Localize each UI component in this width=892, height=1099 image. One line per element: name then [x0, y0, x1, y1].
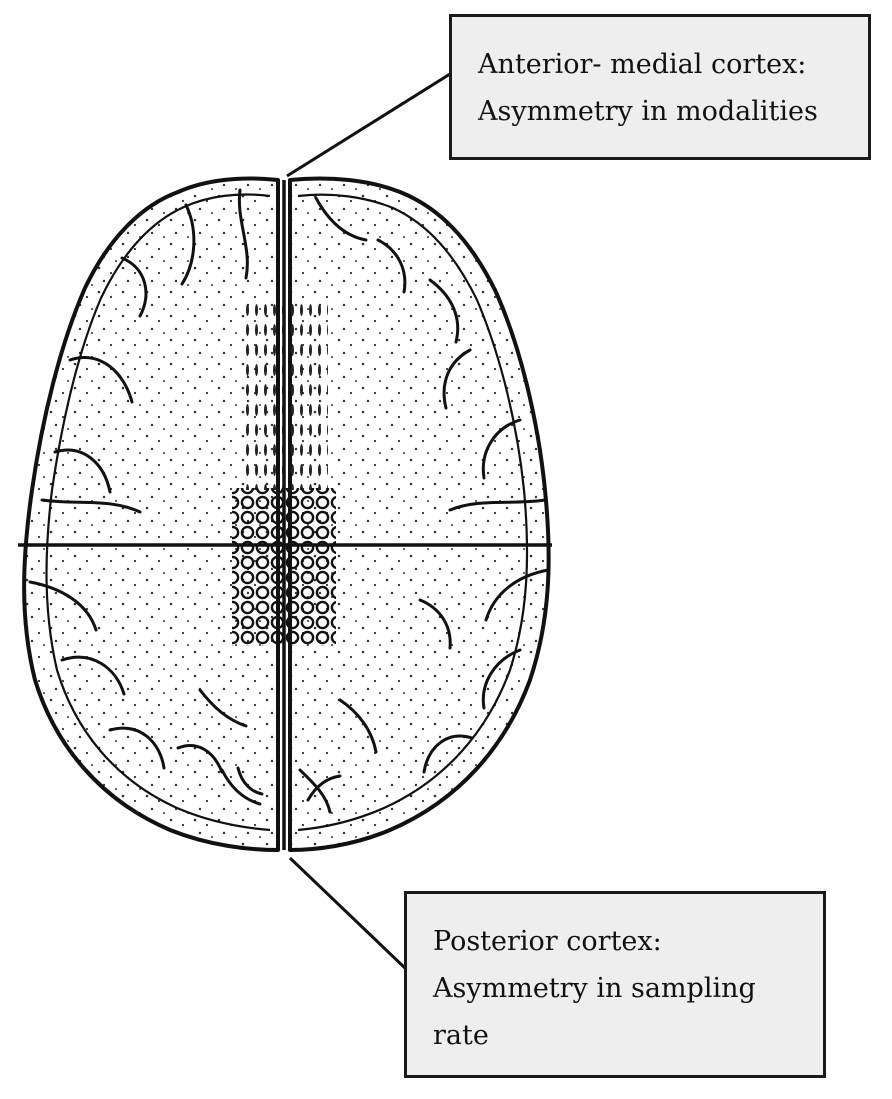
leader-line-posterior: [288, 856, 407, 970]
right-sulci: [298, 196, 550, 814]
right-hemisphere: [288, 176, 551, 852]
callout-posterior-detail: Asymmetry in sampling: [433, 973, 756, 1004]
callout-anterior-title: Anterior- medial cortex:: [478, 49, 807, 80]
leader-line-anterior: [286, 72, 451, 178]
callout-anterior-detail: Asymmetry in modalities: [478, 96, 818, 127]
left-cortex-rim: [45, 193, 271, 832]
left-sulci: [28, 188, 264, 806]
right-cortex-rim: [297, 193, 529, 832]
callout-anterior-medial: Anterior- medial cortex: Asymmetry in mo…: [449, 14, 871, 160]
left-hemisphere: [22, 176, 280, 852]
callout-posterior: Posterior cortex: Asymmetry in sampling …: [404, 891, 826, 1078]
callout-posterior-detail-cont: rate: [433, 1020, 489, 1051]
callout-posterior-title: Posterior cortex:: [433, 926, 662, 957]
medial-dash-region: [246, 300, 328, 490]
